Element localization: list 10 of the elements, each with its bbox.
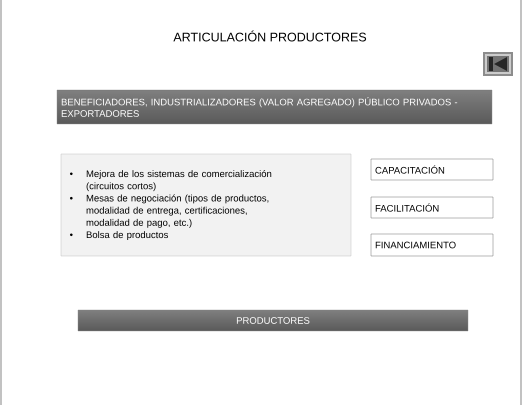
label-box: CAPACITACIÓN xyxy=(370,158,494,180)
label-box: FINANCIAMIENTO xyxy=(370,234,494,256)
banner: PRODUCTORES xyxy=(78,310,468,332)
banner: BENEFICIADORES, INDUSTRIALIZADORES (VALOR AGREGADO) PÚBLICO PRIVADOS - EXPORTADORES xyxy=(56,90,492,124)
list-box xyxy=(60,154,352,256)
bullet-item: Mesas de negociación (tipos de productos, modalidad de entrega, certificaciones, modalidad de pago, etc.) xyxy=(86,194,268,228)
label-box: FACILITACIÓN xyxy=(370,196,494,218)
bullet-item: Mejora de los sistemas de comercialización (circuitos cortos) xyxy=(86,170,272,192)
title: ARTICULACIÓN PRODUCTORES xyxy=(173,30,366,42)
bullet-item: Bolsa de productos xyxy=(86,231,168,240)
